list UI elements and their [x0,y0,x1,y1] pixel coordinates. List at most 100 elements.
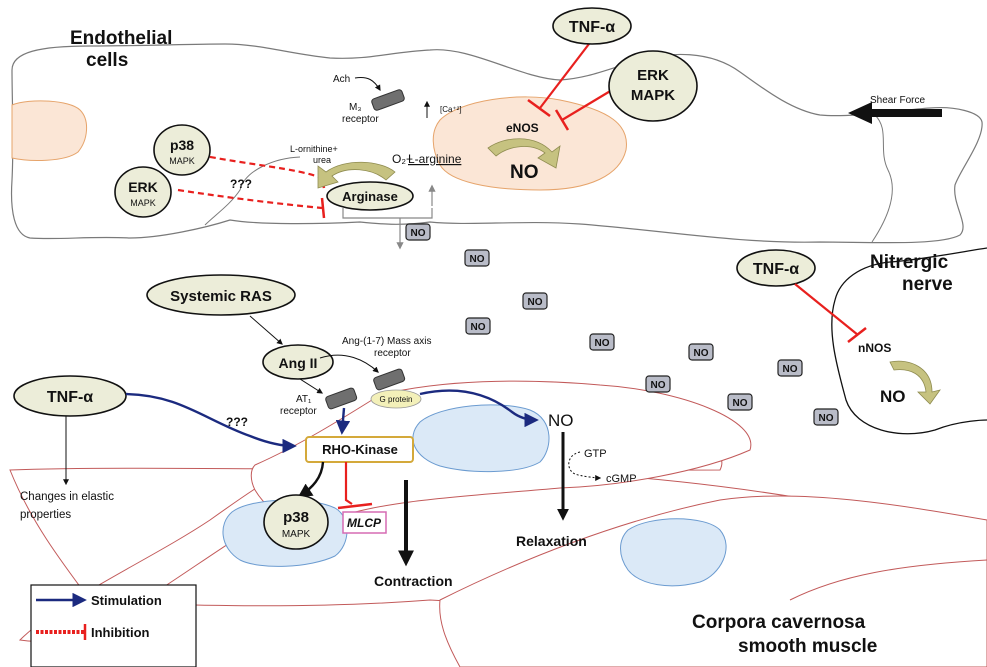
muscle-title-line2: smooth muscle [738,636,877,657]
no-box-label: NO [471,322,486,333]
m3-receptor-label-1: M₃ [349,102,361,113]
erk-top-label-2: MAPK [631,87,675,104]
tnf-top-label: TNF-α [569,19,615,36]
cgmp-label: cGMP [606,473,637,485]
ach-arrow [354,77,381,92]
legend-stimulation-label: Stimulation [91,593,162,608]
mas-receptor-icon [373,368,406,391]
tnf-right-inhibition-line [794,283,859,336]
no-box-label: NO [411,228,426,239]
mlcp-label: MLCP [347,516,382,530]
g-protein-label: G protein [380,395,413,404]
systemic-ras-label: Systemic RAS [170,288,272,305]
no-endothelial: NO [510,162,539,183]
gtp-label: GTP [584,448,607,460]
l-ornithine-label-1: L-ornithine+ [290,144,338,154]
muscle-nucleus-1 [412,404,550,473]
relaxation-label: Relaxation [516,533,587,549]
tnf-left-to-rho-arrow [125,392,297,454]
no-box: NO [777,359,803,377]
nerve-title-line1: Nitrergic [870,252,949,273]
no-box: NO [813,408,839,426]
muscle-nucleus-3 [620,518,727,587]
erk-left-label-2: MAPK [130,198,156,208]
enos-label: eNOS [506,121,539,135]
l-ornithine-label-2: urea [313,155,331,165]
gtp-to-cgmp-dotted [568,451,602,481]
rho-kinase-box [305,436,414,463]
no-box-label: NO [733,398,748,409]
p38-top-label-1: p38 [170,137,194,153]
erk-left-label-1: ERK [128,179,158,195]
tnf-top-inhibition-line [539,39,593,109]
contraction-label: Contraction [374,573,453,589]
p38-bottom-label-2: MAPK [282,529,311,540]
at1-label-2: receptor [280,406,317,417]
no-box-label: NO [819,413,834,424]
mlcp-box [342,511,387,534]
no-nerve: NO [880,387,906,406]
gprotein-to-no-arrow [419,389,539,428]
nerve-title-line2: nerve [902,274,953,295]
no-box: NO [589,333,615,351]
rho-to-p38-arrow [297,461,325,498]
ang2-to-mas-arrow [319,354,379,373]
no-box: NO [645,375,671,393]
no-box: NO [464,249,490,267]
tnf-top-node [552,7,632,45]
p38-top-node [153,124,211,176]
erk-top-label-1: ERK [637,67,669,84]
muscle-cell-bottom [439,495,987,667]
tnf-right-node [736,249,816,287]
shear-force-arrow-icon [848,102,942,124]
at1-to-rho-arrow [335,407,351,435]
elastic-label-2: properties [20,509,71,521]
tnf-right-label: TNF-α [753,261,799,278]
calcium-label: [Ca⁺²] [440,105,462,114]
ang2-to-at1-arrow [299,378,324,394]
no-box: NO [688,343,714,361]
legend-inhibition-label: Inhibition [91,625,150,640]
rho-to-mlcp-inhibition-line [344,462,353,505]
muscle-cell-right-tip [789,559,987,601]
unknown-left-label: ??? [226,415,248,429]
legend-box [30,584,197,667]
nitrergic-nerve [831,247,987,435]
muscle-title-line1: Corpora cavernosa [692,612,866,633]
no-box-label: NO [783,364,798,375]
arginase-label: Arginase [342,189,398,204]
shear-force-label: Shear Force [870,95,925,106]
endothelial-cell-boundary [204,156,301,226]
erk-top-inhibition-bar [554,109,570,131]
no-box-label: NO [528,297,543,308]
tnf-right-inhibition-bar [847,327,867,343]
enos-to-no-arrow-icon [487,138,561,169]
no-box: NO [465,317,491,335]
endothelial-cell-boundary-right [871,114,893,243]
at1-receptor-icon [325,387,358,410]
ang17-label-2: receptor [374,348,411,359]
unknown-top-label: ??? [230,177,252,191]
arginase-bracket [342,208,433,219]
erk-left-node [114,166,172,218]
endothelial-title-line2: cells [86,50,128,71]
no-boxes: NO NO NO NO NO NO NO NO NO NO [405,223,839,426]
o2-label: O₂+ [392,152,413,166]
no-box: NO [727,393,753,411]
no-box-label: NO [595,338,610,349]
no-box-label: NO [651,380,666,391]
tnf-top-inhibition-bar [527,98,551,118]
tnf-left-label: TNF-α [47,389,93,406]
p38-top-label-2: MAPK [169,156,195,166]
rho-to-mlcp-inhibition-bar [337,502,373,510]
no-muscle: NO [548,411,574,430]
ang2-label: Ang II [279,355,318,371]
rho-kinase-label: RHO-Kinase [322,442,398,457]
m3-receptor-label-2: receptor [342,114,379,125]
no-box: NO [522,292,548,310]
ang17-label-1: Ang-(1-7) Mass axis [342,336,431,347]
nnos-to-no-arrow-icon [889,360,941,405]
p38-bottom-label-1: p38 [283,509,309,526]
ang2-node [262,344,334,380]
